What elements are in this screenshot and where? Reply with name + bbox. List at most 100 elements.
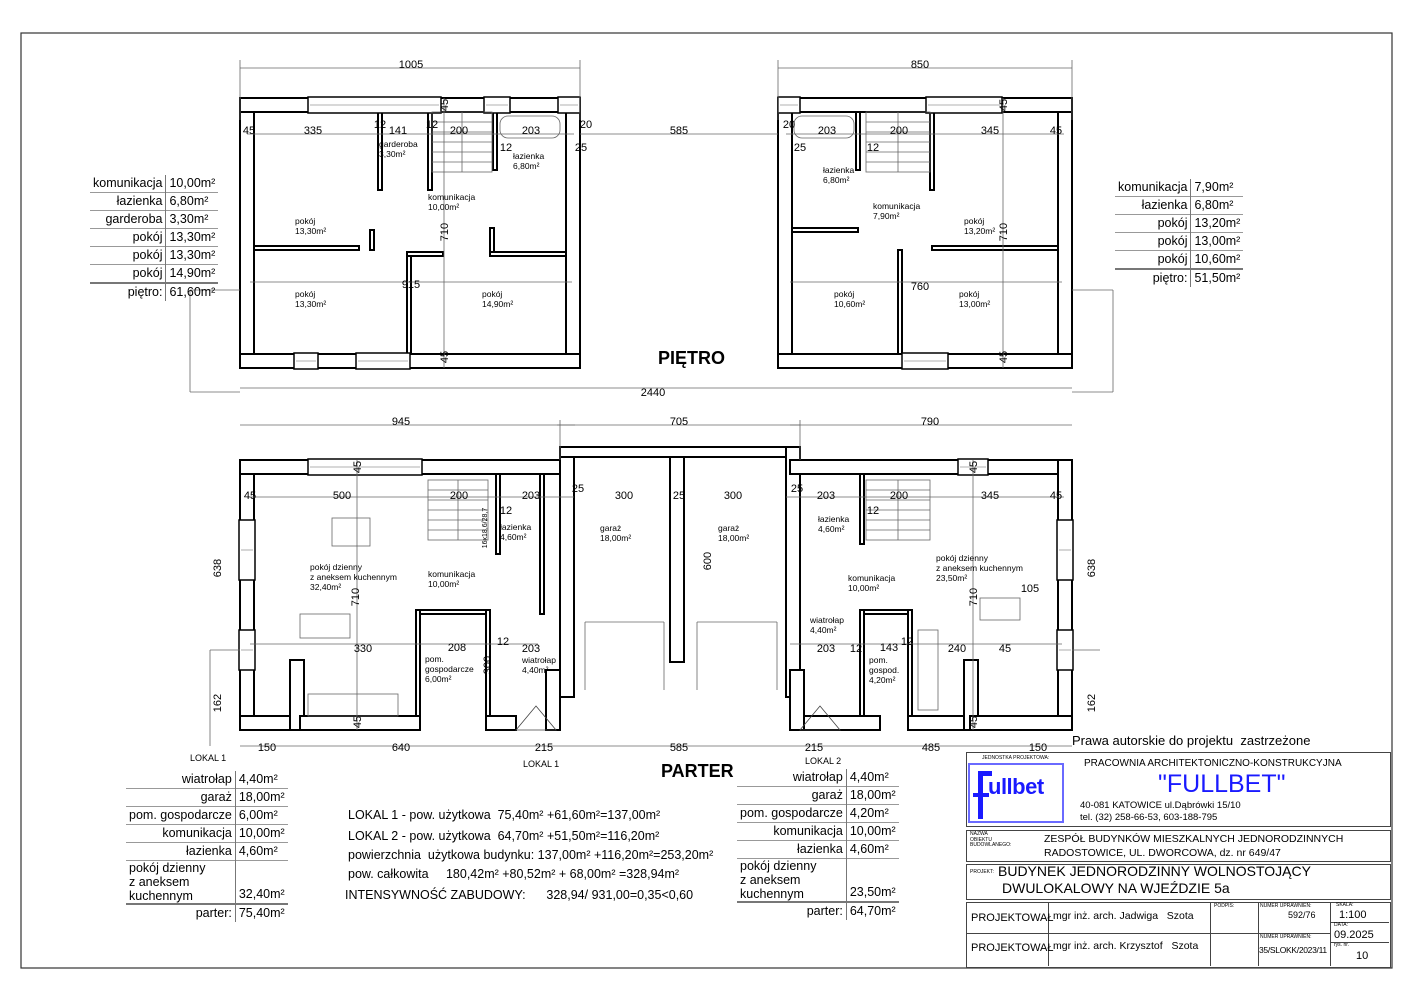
- room-name: komunikacja: [873, 201, 921, 211]
- dimension-value: 105: [1021, 583, 1039, 595]
- room-area: 6,80m²: [169, 194, 209, 208]
- room-area: 14,90m²: [482, 299, 513, 309]
- dimension-value: 12: [901, 636, 913, 648]
- room-name: łazienka: [90, 192, 167, 211]
- summary-total-usable: powierzchnia użytkowa budynku: 137,00m² …: [348, 848, 714, 862]
- wall: [495, 473, 501, 555]
- dimension-value: 12: [867, 505, 879, 517]
- dimension-value: 16x18,6/28,7: [482, 508, 489, 549]
- dimension-value: 638: [212, 559, 224, 577]
- room-name: garaż: [737, 786, 847, 805]
- dimension-value: 203: [817, 490, 835, 502]
- room-area: 13,20m²: [964, 226, 995, 236]
- wall: [559, 446, 801, 458]
- wall: [419, 609, 491, 615]
- dimension-value: 25: [794, 142, 806, 154]
- fullbet-logo: ullbet: [968, 763, 1064, 823]
- dimension-value: 300: [615, 490, 633, 502]
- room-name: garaż: [718, 523, 739, 533]
- wall: [406, 251, 412, 355]
- dimension-value: 20: [783, 119, 795, 131]
- entrance-ramp-icon: [799, 705, 841, 731]
- room-name: pom.: [869, 655, 888, 665]
- entrance-ramp-icon: [515, 705, 557, 731]
- summary-lokal2: LOKAL 2 - pow. użytkowa 64,70m² +51,50m²…: [348, 829, 660, 843]
- dimension-value: 710: [439, 223, 451, 241]
- designer-role-2: PROJEKTOWAŁ: [971, 942, 1054, 954]
- dimension-value: 345: [981, 125, 999, 137]
- dimension-value: 12: [850, 643, 862, 655]
- room-area: 18,00m²: [849, 788, 896, 802]
- room-area: 4,40m²: [238, 772, 278, 786]
- room-name: pokój: [959, 289, 979, 299]
- room-area: 13,00m²: [1194, 234, 1241, 248]
- dimension-value: 300: [482, 656, 494, 674]
- room-name: garderoba: [90, 210, 167, 229]
- room-name: komunikacja: [848, 573, 896, 583]
- room-name: pom. gospodarcze: [126, 806, 236, 825]
- dimension-value: 485: [922, 742, 940, 754]
- dimension-value: 25: [572, 483, 584, 495]
- room-area: 6,00m²: [425, 674, 452, 684]
- wall: [897, 249, 903, 355]
- room-name: łazienka: [818, 514, 849, 524]
- unit-label: JEDNOSTKA PROJEKTOWA:: [982, 755, 1050, 761]
- room-area: 51,50m²: [1194, 271, 1241, 285]
- room-area: 3,30m²: [379, 149, 406, 159]
- room-name: pokój: [1115, 232, 1192, 251]
- summary-total-area: pow. całkowita 180,42m² +80,52m² + 68,00…: [348, 867, 680, 881]
- room-area: 18,00m²: [718, 533, 749, 543]
- room-name: gospod.: [869, 665, 899, 675]
- walls: [238, 96, 1074, 731]
- dimension-value: 1005: [399, 59, 423, 71]
- room-name: gospodarcze: [425, 664, 474, 674]
- dining-table-icon: [299, 613, 351, 639]
- room-area: 13,00m²: [959, 299, 990, 309]
- room-name: pokój: [295, 216, 315, 226]
- dimension-value: 25: [673, 490, 685, 502]
- room-area: 64,70m²: [849, 904, 896, 918]
- project-label: PROJEKT:: [970, 869, 994, 875]
- room-name: pokój: [964, 216, 984, 226]
- room-area: 13,30m²: [169, 230, 216, 244]
- dimension-value: 850: [911, 59, 929, 71]
- dimension-value: 150: [1029, 742, 1047, 754]
- company-address: 40-081 KATOWICE ul.Dąbrówki 15/10: [1080, 800, 1241, 811]
- dimension-value: 705: [670, 416, 688, 428]
- room-name: pokój: [834, 289, 854, 299]
- dimension-value: 12: [500, 505, 512, 517]
- room-name: komunikacja: [737, 822, 847, 841]
- license-number-1: 592/76: [1288, 910, 1316, 920]
- room-name: pokój: [1115, 214, 1192, 233]
- dimension-value: 203: [818, 125, 836, 137]
- dimension-value: 203: [522, 490, 540, 502]
- dimension-value: 710: [998, 223, 1010, 241]
- room-name: łazienka: [1115, 196, 1192, 215]
- sheet-border: [20, 32, 1393, 969]
- sheet-label: rys. nr.: [1334, 942, 1350, 948]
- date-label: DATA:: [1334, 922, 1348, 928]
- dimension-value: 585: [670, 125, 688, 137]
- wall: [777, 97, 793, 369]
- wall: [492, 111, 498, 171]
- room-area: 13,30m²: [295, 299, 326, 309]
- room-name: pokój dzienny: [936, 553, 989, 563]
- room-name: piętro:: [1115, 269, 1192, 287]
- room-name: pokój: [482, 289, 502, 299]
- room-name: z aneksem kuchennym: [936, 563, 1023, 573]
- wall: [789, 669, 805, 731]
